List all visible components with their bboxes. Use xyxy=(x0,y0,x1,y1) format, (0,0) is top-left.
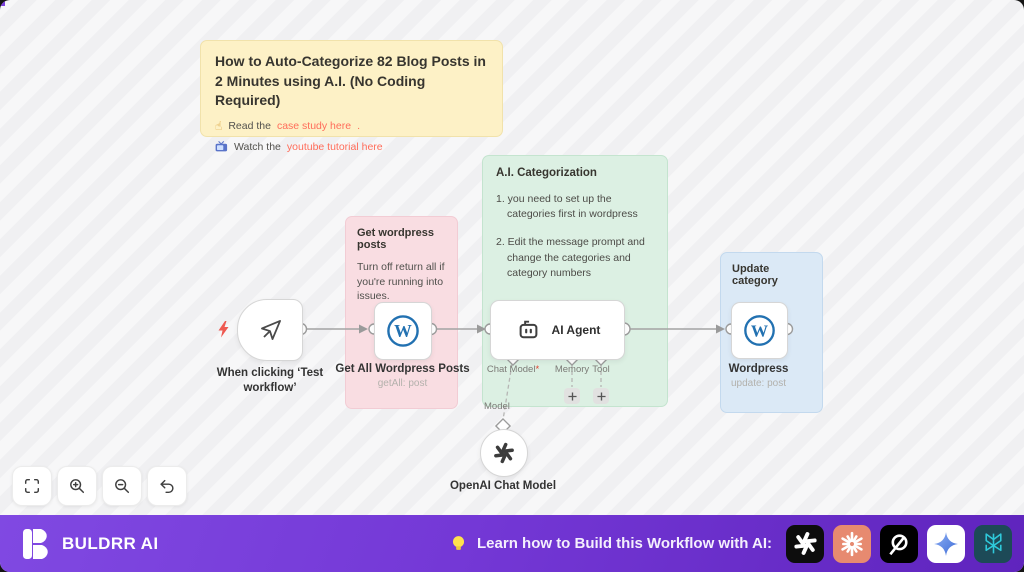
claude-logo xyxy=(841,531,863,556)
ai-icons-row xyxy=(786,524,1012,563)
grok-icon[interactable] xyxy=(880,524,918,563)
gemini-logo xyxy=(934,531,958,556)
point-up-icon: ☝ xyxy=(215,118,223,133)
arrowhead-icon xyxy=(359,324,368,334)
undo-icon xyxy=(160,479,174,494)
openai-logo xyxy=(793,532,817,555)
perplexity-icon[interactable] xyxy=(974,524,1012,563)
add-memory-button[interactable] xyxy=(564,388,580,404)
sticky-update-cat-title: Update category xyxy=(732,263,778,287)
youtube-tutorial-link[interactable]: youtube tutorial here xyxy=(286,140,383,153)
trigger-node-label: When clicking ‘Test workflow’ xyxy=(216,367,324,394)
cursor-icon xyxy=(260,319,281,340)
sticky-get-posts-body: Turn off return all if you're running in… xyxy=(357,261,445,303)
plus-icon xyxy=(567,391,577,401)
sticky-ai-cat-item-2: 2. Edit the message prompt and change th… xyxy=(496,236,645,279)
required-asterisk: * xyxy=(535,364,540,375)
agent-node-title: AI Agent xyxy=(551,323,601,337)
add-tool-button[interactable] xyxy=(593,388,609,404)
wordpress-icon: W xyxy=(744,315,775,346)
arrowhead-icon xyxy=(477,324,486,334)
grok-logo xyxy=(889,533,908,555)
sticky-ai-cat-item-1: 1. you need to set up the categories fir… xyxy=(496,193,638,221)
zoom-in-button[interactable] xyxy=(57,466,97,506)
buldrr-logo-icon xyxy=(23,528,48,559)
watch-tutorial-row: Watch the youtube tutorial here xyxy=(215,141,488,153)
node-wordpress-update[interactable]: W xyxy=(731,302,788,359)
plus-icon xyxy=(596,391,606,401)
brand: BULDRR AI xyxy=(22,528,158,560)
node-ai-agent[interactable]: AI Agent xyxy=(490,300,625,360)
footer-bar: BULDRR AI Learn how to Build this Workfl… xyxy=(0,515,1024,572)
edge-chatmodel-to-openai[interactable] xyxy=(502,363,513,421)
svg-text:W: W xyxy=(394,321,412,341)
wpupdate-node-sublabel: update: post xyxy=(730,378,787,389)
sticky-get-posts-title: Get wordpress posts xyxy=(357,227,435,251)
screen-corner-artifact xyxy=(0,0,5,6)
chatgpt-icon[interactable] xyxy=(786,524,824,563)
agent-port-label-chat-model: Chat Model* xyxy=(486,364,540,375)
undo-button[interactable] xyxy=(147,466,187,506)
wpupdate-node-label: Wordpress xyxy=(728,363,789,375)
tv-icon xyxy=(215,141,228,152)
read-prefix: Read the xyxy=(228,119,271,132)
sticky-ai-cat-title: A.I. Categorization xyxy=(496,167,597,179)
openai-icon xyxy=(494,442,514,464)
robot-icon xyxy=(519,320,537,338)
fit-view-icon xyxy=(24,478,40,494)
sticky-note-howto[interactable]: How to Auto-Categorize 82 Blog Posts in … xyxy=(200,40,503,153)
arrowhead-icon xyxy=(716,324,725,334)
claude-icon[interactable] xyxy=(833,524,871,563)
zoom-in-icon xyxy=(70,479,85,494)
fit-view-button[interactable] xyxy=(12,466,52,506)
openai-node-label: OpenAI Chat Model xyxy=(449,480,557,492)
lightbulb-icon xyxy=(452,536,465,550)
gemini-icon[interactable] xyxy=(927,524,965,563)
brand-name: BULDRR AI xyxy=(62,533,159,553)
read-suffix: . xyxy=(357,119,360,132)
model-edge-label: Model xyxy=(484,401,510,412)
cta-group: Learn how to Build this Workflow with AI… xyxy=(450,524,1012,563)
node-openai-chat-model[interactable] xyxy=(480,429,528,477)
zoom-out-icon xyxy=(115,479,130,494)
sticky-howto-title: How to Auto-Categorize 82 Blog Posts in … xyxy=(215,53,486,109)
svg-text:W: W xyxy=(751,321,768,340)
lightning-bolt-icon xyxy=(218,321,229,338)
node-manual-trigger[interactable] xyxy=(237,299,303,361)
cta-text: Learn how to Build this Workflow with AI… xyxy=(477,535,772,552)
watch-prefix: Watch the xyxy=(234,140,281,153)
wordpress-icon: W xyxy=(387,315,419,347)
wpget-node-label: Get All Wordpress Posts xyxy=(335,363,470,375)
case-study-link[interactable]: case study here xyxy=(276,119,352,132)
agent-port-label-memory: Memory xyxy=(554,364,590,375)
node-get-wordpress-posts[interactable]: W xyxy=(374,302,432,360)
wpget-node-sublabel: getAll: post xyxy=(377,378,428,389)
read-case-study-row: ☝ Read the case study here. xyxy=(215,120,488,132)
zoom-out-button[interactable] xyxy=(102,466,142,506)
perplexity-logo xyxy=(984,533,1002,554)
agent-port-label-tool: Tool xyxy=(592,364,610,375)
